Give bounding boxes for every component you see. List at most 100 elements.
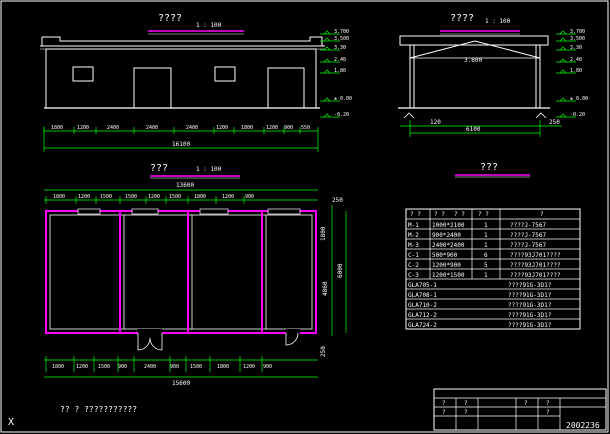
schedule-ref-cell: ????J-7567: [510, 232, 547, 239]
schedule-ref-cell: ????91G-3D1?: [508, 312, 552, 319]
schedule-ref-cell: ????91G-3D1?: [508, 322, 552, 329]
level-marker-triangle: [323, 97, 331, 102]
schedule-code-cell: GLA710-2: [408, 302, 437, 309]
front-door: [267, 67, 305, 109]
level-label: ± 0.00: [570, 96, 588, 102]
schedule-code-cell: GLA705-1: [408, 282, 437, 289]
level-label: 3.700: [334, 29, 349, 35]
schedule-ref-cell: ????91G-3D1?: [508, 302, 552, 309]
schedule-header-cell: ? ?: [454, 211, 465, 218]
plan-right-dim-top: 250: [332, 197, 343, 204]
level-marker-triangle: [323, 69, 331, 74]
schedule-qty-cell: 1: [484, 222, 488, 229]
plan-top-dim-label: 1800: [53, 194, 65, 200]
front-dim-label: 2400: [186, 125, 198, 131]
level-marker-triangle: [323, 58, 331, 63]
level-label: ± 0.00: [334, 96, 352, 102]
plan-top-dim-label: 1500: [169, 194, 181, 200]
level-label: 1.80: [570, 68, 582, 74]
plan-window: [77, 208, 101, 215]
plan-bottom-dim-label: 1500: [98, 364, 110, 370]
plan-top-dim-label: 1500: [125, 194, 137, 200]
level-label: 3.700: [570, 29, 585, 35]
plan-top-dim-label: 1200: [222, 194, 234, 200]
schedule-code-cell: M-1: [408, 222, 419, 229]
schedule-size-cell: 1200*900: [432, 262, 461, 269]
side-roof-truss: [409, 40, 541, 59]
schedule-header-cell: ? ?: [434, 211, 445, 218]
title-block[interactable]: ? ? ? ? ? ? ? 2002236: [433, 388, 607, 431]
level-marker-triangle: [559, 37, 567, 42]
side-roof-level: 3.600: [464, 57, 482, 64]
schedule-ref-cell: ????93J701????: [510, 272, 561, 279]
level-label: 3.500: [334, 36, 349, 42]
level-label: -0.20: [334, 112, 349, 118]
level-label: 1.80: [334, 68, 346, 74]
plan-side-door: [285, 332, 299, 346]
plan-bottom-dim-label: 900: [170, 364, 179, 370]
plan-top-dim-label: 1500: [100, 194, 112, 200]
schedule-code-cell: C-2: [408, 262, 419, 269]
schedule-ref-cell: ????91G-3D1?: [508, 282, 552, 289]
schedule-size-cell: 1200*1500: [432, 272, 465, 279]
side-elevation-scale: 1 : 100: [485, 18, 511, 25]
schedule-ref-cell: ????93J701????: [510, 262, 561, 269]
plan-bottom-dim-label: 900: [263, 364, 272, 370]
front-dim-label: 1800: [51, 125, 63, 131]
plan-right-dim-a: 1800: [320, 226, 327, 241]
plan-scale: 1 : 100: [196, 166, 222, 173]
schedule-qty-cell: 6: [484, 252, 488, 259]
front-dim-label: 1800: [241, 125, 253, 131]
drawing-number: 2002236: [566, 421, 600, 430]
level-marker-triangle: [323, 30, 331, 35]
level-marker-triangle: [323, 113, 331, 118]
front-window: [214, 66, 236, 82]
front-wall: [45, 48, 317, 109]
ucs-cursor-icon: X: [8, 417, 14, 428]
schedule-qty-cell: 1: [484, 242, 488, 249]
plan-outer-wall: [45, 210, 317, 334]
plan-bottom-total: 15600: [172, 380, 190, 387]
plan-window: [131, 208, 159, 215]
drawing-note: ?? ? ???????????: [60, 405, 137, 414]
front-door: [133, 67, 172, 109]
plan-title: ???: [150, 163, 168, 174]
plan-bottom-dim-label: 1800: [52, 364, 64, 370]
schedule-header-cell: ? ?: [410, 211, 421, 218]
schedule-ref-cell: ????91G-3D1?: [508, 292, 552, 299]
schedule-ref-cell: ????J-7567: [510, 222, 547, 229]
side-elevation[interactable]: ???? 1 : 100 3.600 3.7003.5003.302.401.8…: [398, 13, 588, 137]
level-marker-triangle: [559, 113, 567, 118]
plan-right-dim-total: 6000: [337, 263, 344, 278]
plan-bottom-dim-label: 1800: [217, 364, 229, 370]
level-label: 3.30: [334, 45, 346, 51]
level-label: 2.40: [570, 57, 582, 63]
plan-bottom-dim-label: 900: [118, 364, 127, 370]
plan-bottom-dim-label: 2400: [144, 364, 156, 370]
level-label: -0.20: [570, 112, 585, 118]
level-marker-triangle: [559, 46, 567, 51]
schedule-qty-cell: 1: [484, 272, 488, 279]
plan-top-dim-label: 1200: [148, 194, 160, 200]
schedule-code-cell: GLA708-1: [408, 292, 437, 299]
title-block-cell: ?: [464, 409, 468, 416]
schedule-code-cell: M-2: [408, 232, 419, 239]
plan-bottom-dim-label: 1200: [76, 364, 88, 370]
plan-entry-door: [137, 333, 163, 351]
schedule-code-cell: M-3: [408, 242, 419, 249]
level-marker-triangle: [559, 69, 567, 74]
level-label: 3.30: [570, 45, 582, 51]
schedule-header-cell: ?: [540, 211, 544, 218]
title-block-cell: ?: [524, 400, 528, 407]
plan-bottom-dim-label: 1200: [243, 364, 255, 370]
schedule-size-cell: 900*2400: [432, 232, 461, 239]
schedule-qty-cell: 1: [484, 232, 488, 239]
